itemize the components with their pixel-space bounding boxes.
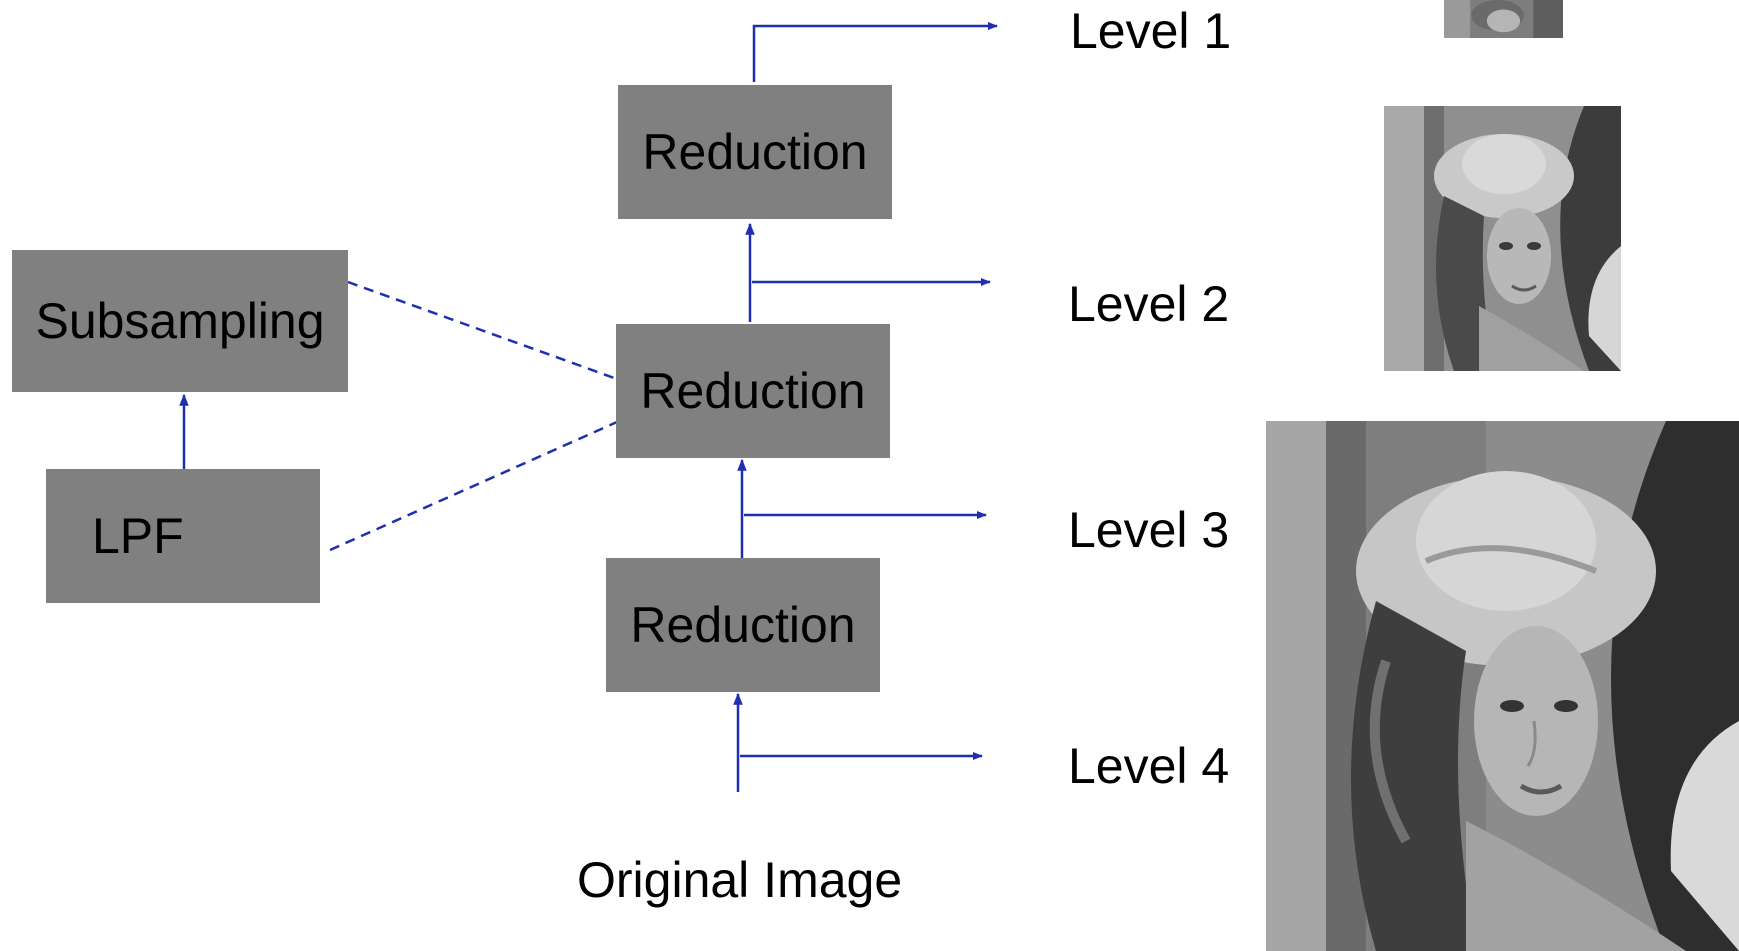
dashed-link-subsampling [347,280,618,381]
dashed-link-lpf [329,420,618,552]
reduction-label: Reduction [640,363,866,419]
portrait-photo-level-2 [1384,106,1621,371]
portrait-photo-level-4-original [1266,421,1739,951]
portrait-photo-level-1 [1444,0,1563,38]
arrow-level-1 [752,22,998,82]
level-4-label: Level 4 [1068,738,1230,794]
reduction-box-bottom: Reduction [606,558,880,692]
reduction-box-top: Reduction [618,85,892,219]
lpf-label: LPF [92,508,184,564]
lpf-box: LPF [46,469,320,603]
level-1-label: Level 1 [1070,3,1232,59]
reduction-box-mid: Reduction [616,324,890,458]
level-3-label: Level 3 [1068,502,1230,558]
level-2-label: Level 2 [1068,276,1230,332]
subsampling-box: Subsampling [12,250,348,392]
reduction-label: Reduction [630,597,856,653]
original-image-caption: Original Image [577,852,903,908]
subsampling-label: Subsampling [35,293,325,349]
reduction-label: Reduction [642,124,868,180]
